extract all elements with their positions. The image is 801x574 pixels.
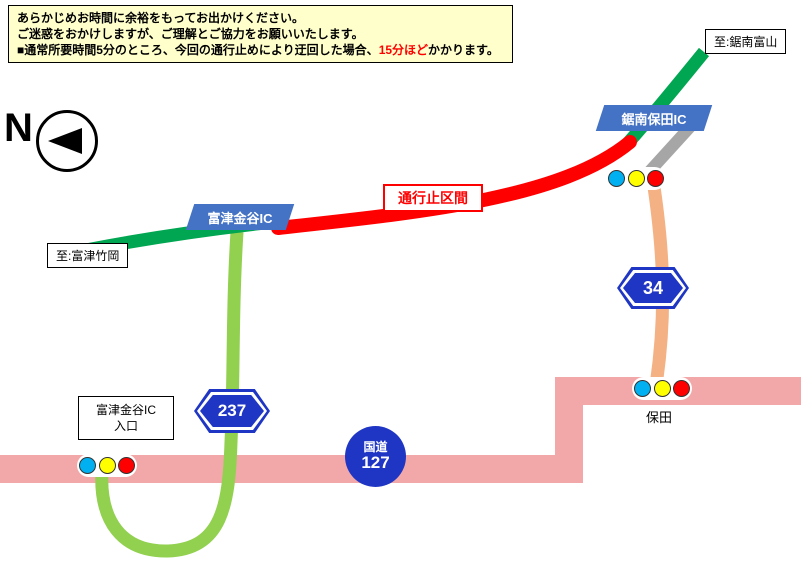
- road-loop-ramp: [95, 231, 244, 558]
- route-number: 237: [217, 401, 247, 420]
- compass-circle: [36, 110, 98, 172]
- national-route-badge-127: 国道 127: [345, 426, 406, 487]
- road-closed-red: [271, 135, 637, 235]
- signal-yellow-lamp-icon: [653, 380, 671, 397]
- destination-sign-kyonan-tomiyama: 至:鋸南富山: [705, 29, 787, 54]
- traffic-signal-hota: [632, 377, 692, 400]
- ic-label-text: 鋸南保田IC: [621, 111, 687, 127]
- kanaya-entrance-sign: 富津金谷IC 入口: [78, 396, 174, 440]
- notice-highlight: 15分ほど: [378, 43, 429, 57]
- signal-blue-lamp-icon: [634, 380, 651, 397]
- national-route-prefix: 国道: [363, 439, 388, 454]
- road-green-north: [623, 47, 710, 148]
- notice-line-3-prefix: ■通常所要時間5分のところ、今回の通行止めにより迂回した場合、: [17, 43, 379, 57]
- signal-red-lamp-icon: [673, 380, 690, 397]
- notice-line-2: ご迷惑をおかけしますが、ご理解とご協力をお願いいたします。: [17, 27, 364, 41]
- compass-arrow-icon: [48, 128, 82, 154]
- notice-line-3: ■通常所要時間5分のところ、今回の通行止めにより迂回した場合、15分ほどかかりま…: [17, 42, 504, 58]
- signal-blue-lamp-icon: [608, 170, 625, 187]
- traffic-signal-kanaya-entrance: [77, 454, 137, 477]
- closure-section-label: 通行止区間: [383, 184, 483, 212]
- ic-label-kyonan-hota: 鋸南保田IC: [595, 105, 713, 131]
- ic-label-futtsu-kanaya: 富津金谷IC: [185, 204, 295, 230]
- signal-blue-lamp-icon: [79, 457, 96, 474]
- hex-inner: 34: [623, 273, 683, 303]
- traffic-signal-hota-ic: [606, 167, 666, 190]
- notice-box: あらかじめお時間に余裕をもってお出かけください。 ご迷惑をおかけしますが、ご理解…: [8, 5, 513, 63]
- notice-line-3-suffix: かかります。: [428, 43, 499, 57]
- route-number: 34: [642, 277, 664, 298]
- national-route-number: 127: [361, 452, 390, 472]
- kanaya-entrance-line-2: 入口: [113, 419, 138, 433]
- signal-yellow-lamp-icon: [627, 170, 645, 187]
- hota-crossing-label: 保田: [646, 410, 673, 425]
- signal-red-lamp-icon: [647, 170, 664, 187]
- compass-n-label: N: [4, 106, 33, 150]
- notice-line-1: あらかじめお時間に余裕をもってお出かけください。: [17, 11, 305, 25]
- signal-red-lamp-icon: [118, 457, 135, 474]
- destination-sign-futtsu-takeoka: 至:富津竹岡: [47, 243, 129, 268]
- route-badge-34: 34: [617, 267, 689, 309]
- hex-inner: 237: [200, 395, 264, 427]
- kanaya-entrance-line-1: 富津金谷IC: [95, 402, 156, 417]
- ic-label-text: 富津金谷IC: [207, 210, 273, 226]
- signal-yellow-lamp-icon: [98, 457, 116, 474]
- route-badge-237: 237: [194, 389, 270, 433]
